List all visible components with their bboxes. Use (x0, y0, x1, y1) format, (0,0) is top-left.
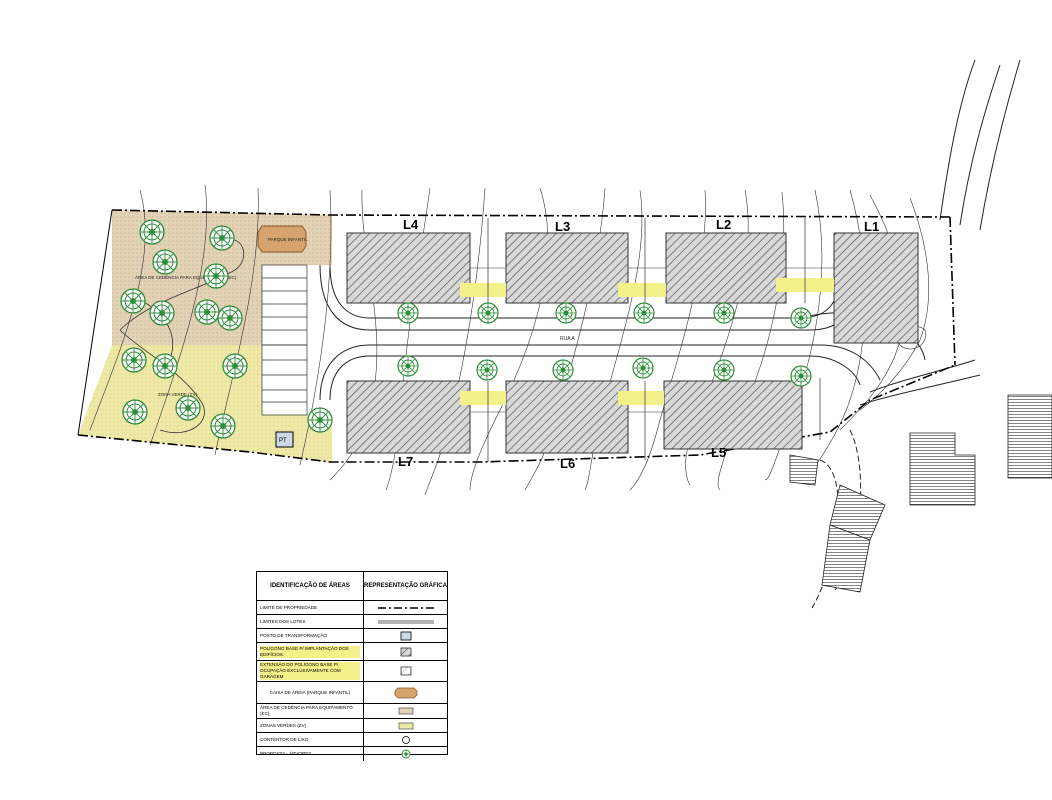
legend-row: ÁREA DE CEDÊNCIA PARA EQUIPAMENTO (EC) (257, 704, 447, 719)
lot-limits (487, 218, 821, 462)
legend-row: CAIXA DE AREIA (PARQUE INFANTIL) (257, 682, 447, 704)
legend-header-left: IDENTIFICAÇÃO DE ÁREAS (257, 572, 364, 600)
legend-row: LIMITE DE PROPRIEDADE (257, 601, 447, 615)
legend-label: CAIXA DE AREIA (PARQUE INFANTIL) (257, 682, 364, 703)
legend-label: EXTENSÃO DO POLÍGONO BASE P/ OCUPAÇÃO EX… (257, 661, 364, 681)
legend-label: POLÍGONO BASE P/ IMPLANTAÇÃO DOS EDIFÍCI… (257, 643, 364, 660)
legend-row: POLÍGONO BASE P/ IMPLANTAÇÃO DOS EDIFÍCI… (257, 643, 447, 661)
light-hatch-box-icon (400, 666, 411, 676)
sandbox-icon (394, 687, 417, 698)
transformer-box-icon (400, 631, 411, 640)
lot-label-l4: L4 (403, 217, 419, 232)
legend-row: LIMITES DOS LOTES (257, 615, 447, 629)
lot-label-l5: L5 (711, 445, 726, 460)
legend-row: PROPOSTA - ÁRVORES (257, 747, 447, 761)
legend-label: PROPOSTA - ÁRVORES (257, 747, 364, 761)
lot-label-l1: L1 (864, 219, 879, 234)
lot-label-l3: L3 (555, 219, 570, 234)
dash-dot-line-icon (377, 606, 434, 609)
legend-header: IDENTIFICAÇÃO DE ÁREAS REPRESENTAÇÃO GRÁ… (257, 572, 447, 601)
legend-label: LIMITE DE PROPRIEDADE (257, 601, 364, 614)
legend-header-right: REPRESENTAÇÃO GRÁFICA (364, 583, 447, 589)
legend-label: ZONAS VERDES (ZV) (257, 719, 364, 732)
green-zone-label: ZONA VERDE (ZV) (158, 392, 198, 397)
transformer-station: PT (275, 431, 294, 448)
yellow-box-icon (398, 722, 413, 729)
legend-row: POSTO DE TRANSFORMAÇÃO (257, 629, 447, 643)
legend-label: LIMITES DOS LOTES (257, 615, 364, 628)
sandbox-playground: PARQUE INFANTIL (257, 225, 308, 253)
legend-row: ZONAS VERDES (ZV) (257, 719, 447, 733)
property-boundary (77, 209, 956, 463)
lot-label-l6: L6 (560, 456, 575, 471)
circle-icon (401, 735, 410, 744)
lot-buildings-bottom (346, 380, 803, 454)
lot-buildings-top (346, 232, 919, 344)
parking-bays (261, 264, 308, 416)
legend-table: IDENTIFICAÇÃO DE ÁREAS REPRESENTAÇÃO GRÁ… (256, 571, 448, 761)
legend-label: CONTENTOR DE LIXO (257, 733, 364, 746)
lot-label-l2: L2 (716, 217, 731, 232)
equipment-area-label: ÁREA DE CEDÊNCIA PARA EQUIPAMENTO (EC) (135, 273, 237, 280)
beige-box-icon (398, 707, 413, 715)
tree-icon (401, 749, 410, 759)
playground-label: PARQUE INFANTIL (268, 237, 308, 242)
street-label: RUA A (560, 336, 575, 342)
double-line-icon (377, 620, 434, 623)
legend-row: CONTENTOR DE LIXO (257, 733, 447, 747)
legend-label: ÁREA DE CEDÊNCIA PARA EQUIPAMENTO (EC) (257, 704, 364, 718)
svg-text:PT: PT (279, 438, 287, 444)
lot-label-l7: L7 (398, 454, 413, 469)
legend-row: EXTENSÃO DO POLÍGONO BASE P/ OCUPAÇÃO EX… (257, 661, 447, 682)
hatch-box-icon (400, 647, 411, 656)
neighbour-buildings (789, 394, 1052, 593)
legend-label: POSTO DE TRANSFORMAÇÃO (257, 629, 364, 642)
